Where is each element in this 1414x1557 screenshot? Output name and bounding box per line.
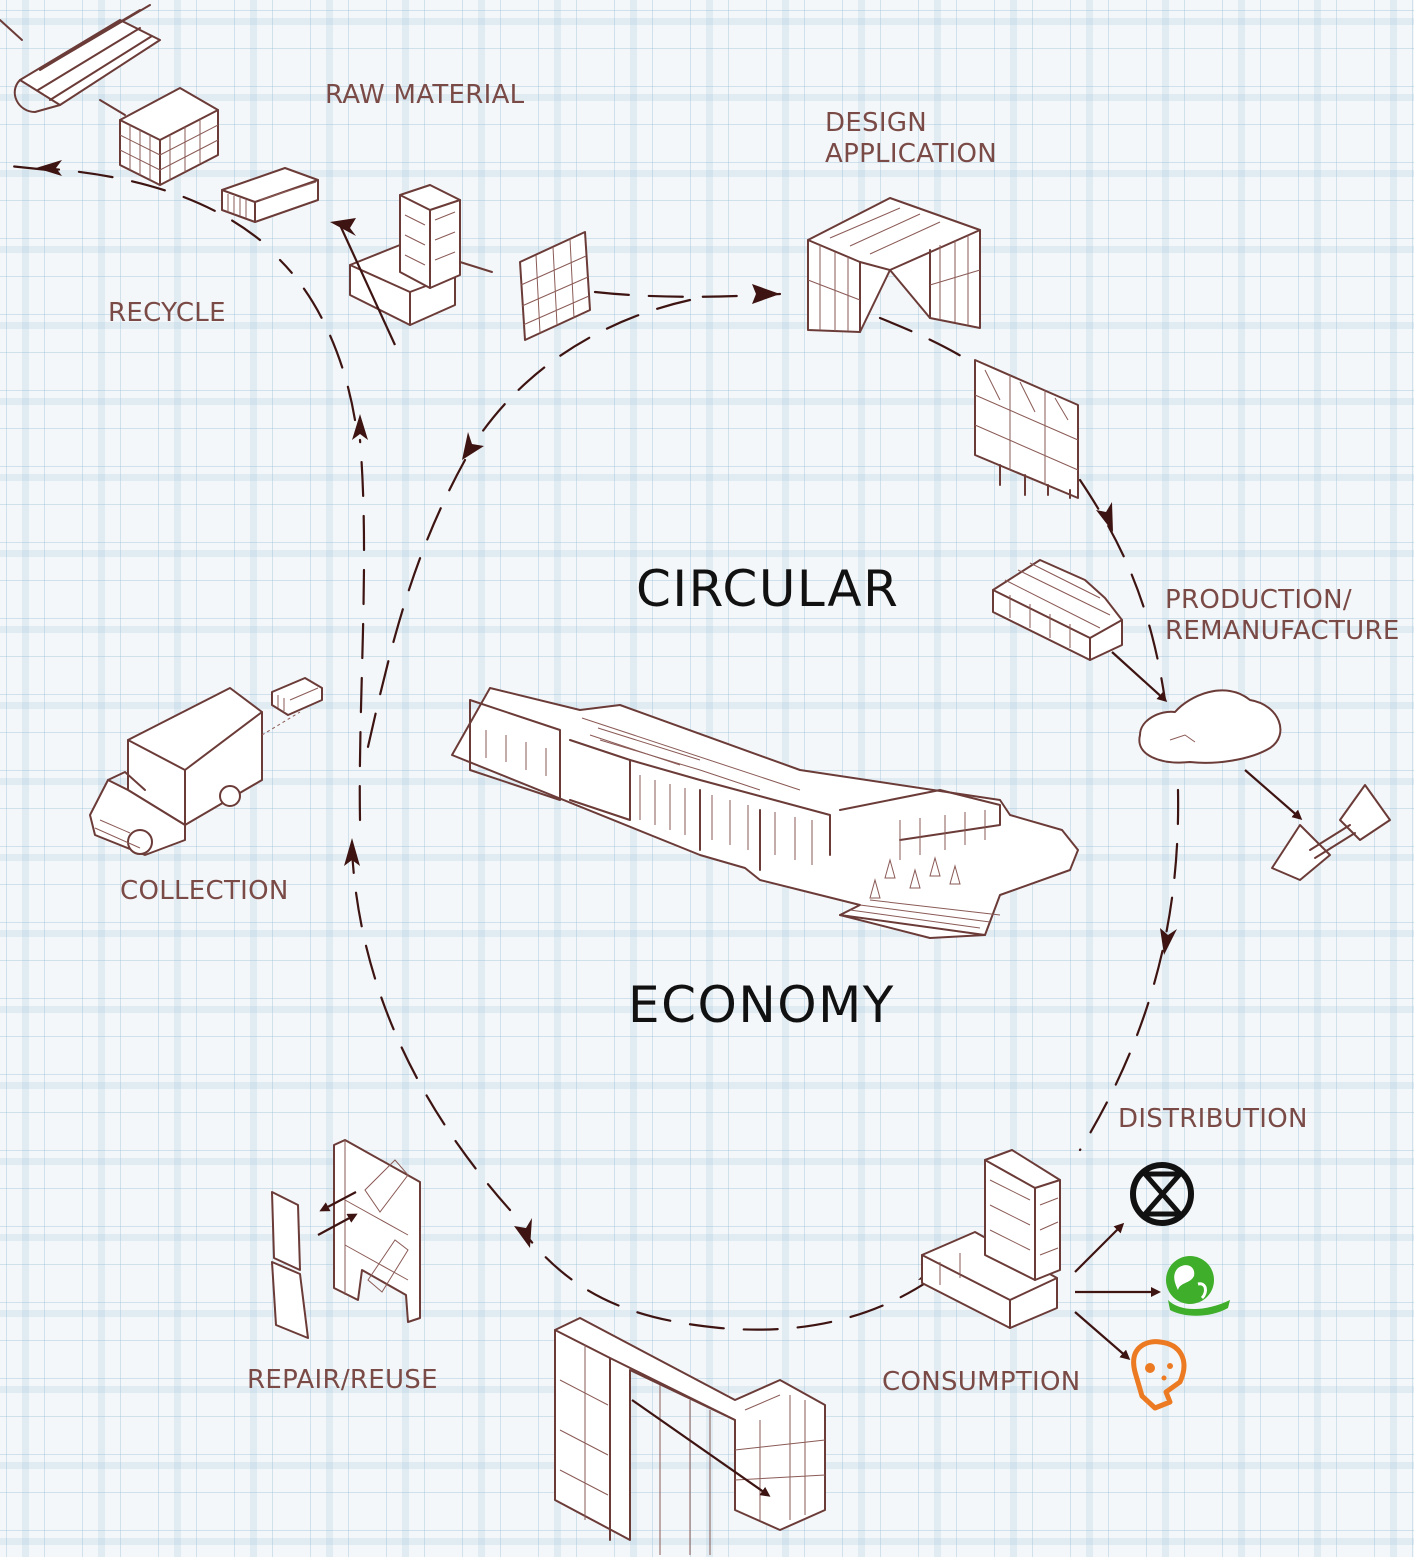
stage-label-distribution: DISTRIBUTION bbox=[1118, 1104, 1308, 1134]
stage-label-collection: COLLECTION bbox=[120, 876, 289, 906]
earth-in-hand-icon bbox=[1166, 1256, 1230, 1316]
stage-label-consumption: CONSUMPTION bbox=[882, 1367, 1081, 1397]
consumption-blocks-illustration bbox=[921, 1149, 1061, 1329]
stage-label-repair-reuse: REPAIR/REUSE bbox=[247, 1365, 438, 1395]
greenhouse-illustration bbox=[119, 87, 219, 186]
stage-label-design-application: DESIGN APPLICATION bbox=[825, 108, 997, 169]
triangle-pieces-illustration bbox=[1271, 784, 1391, 881]
design-frame-illustration bbox=[807, 197, 981, 333]
flow-loop bbox=[0, 163, 1180, 1331]
block-stack-illustration bbox=[349, 184, 493, 326]
stage-label-production: PRODUCTION/ REMANUFACTURE bbox=[1165, 585, 1400, 646]
stage-label-raw-material: RAW MATERIAL bbox=[325, 80, 525, 110]
slab-stack-illustration bbox=[221, 167, 319, 223]
extinction-symbol-icon bbox=[1130, 1162, 1194, 1226]
shelving-illustration bbox=[974, 359, 1079, 499]
title-economy: ECONOMY bbox=[628, 976, 895, 1034]
raw-material-pipes-illustration bbox=[0, 4, 161, 116]
skull-icon bbox=[1131, 1339, 1187, 1411]
tile-panel-illustration bbox=[519, 231, 591, 341]
truck-illustration bbox=[89, 677, 323, 856]
repair-panel-illustration bbox=[271, 1139, 421, 1339]
title-circular: CIRCULAR bbox=[636, 560, 900, 618]
arch-shelving-illustration bbox=[554, 1317, 826, 1555]
distribution-arrows bbox=[339, 224, 1303, 1360]
cloud-shape-illustration bbox=[1138, 689, 1282, 764]
stage-label-recycle: RECYCLE bbox=[108, 298, 226, 328]
building-illustration bbox=[451, 687, 1079, 939]
stepped-blocks-illustration bbox=[992, 559, 1123, 661]
